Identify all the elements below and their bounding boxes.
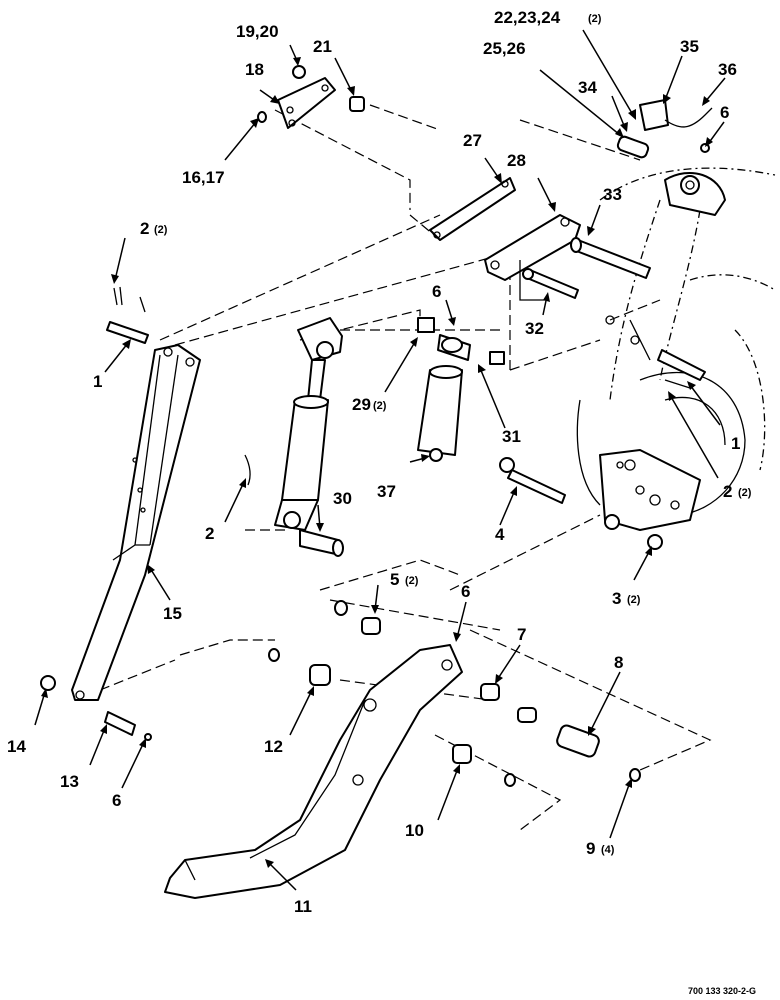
- washer-upper: [334, 600, 348, 616]
- callout-13: 13: [60, 772, 79, 791]
- callout-21: 21: [313, 37, 332, 56]
- switch-35: [639, 99, 669, 131]
- washer-left: [268, 648, 280, 662]
- callout-16-17: 16,17: [182, 168, 225, 187]
- bushing-31: [489, 351, 505, 365]
- callout-12: 12: [264, 737, 283, 756]
- callout-2-top-qty: (2): [154, 224, 168, 236]
- callout-31: 31: [502, 427, 521, 446]
- callout-1-right: 1: [731, 434, 740, 453]
- plate-18: [277, 77, 336, 129]
- callout-32: 32: [525, 319, 544, 338]
- callout-2-mid: 2: [205, 524, 214, 543]
- callout-28: 28: [507, 151, 526, 170]
- callout-6-bottom: 6: [112, 791, 121, 810]
- assembly-lines: [99, 104, 712, 831]
- callout-27: 27: [463, 131, 482, 150]
- arm-15: [71, 344, 201, 701]
- lower-hardware: [40, 600, 641, 787]
- callout-22-23-24: 22,23,24: [494, 8, 561, 27]
- washer-9: [629, 768, 641, 782]
- hydraulic-cylinder-left: [244, 317, 344, 557]
- callout-37: 37: [377, 482, 396, 501]
- washer-16-17: [257, 111, 267, 123]
- bushing-5: [361, 617, 381, 635]
- callout-19-20: 19,20: [236, 22, 279, 41]
- pin-1-left: [106, 286, 149, 344]
- callout-4: 4: [495, 525, 505, 544]
- callout-29-qty: (2): [373, 400, 387, 412]
- hydraulic-cylinder-37: [417, 317, 505, 462]
- grease-fitting-6-top: [700, 143, 710, 153]
- callout-36: 36: [718, 60, 737, 79]
- callout-6-lower: 6: [461, 582, 470, 601]
- machine-frame-background: [576, 167, 776, 531]
- callout-7: 7: [517, 625, 526, 644]
- callout-2-right-qty: (2): [738, 487, 752, 499]
- nut-14: [40, 675, 56, 691]
- callout-6-mid: 6: [432, 282, 441, 301]
- callout-3-qty: (2): [627, 594, 641, 606]
- callout-labels: 19,20 21 18 16,17 22,23,24 (2) 25,26 35 …: [7, 8, 752, 916]
- callout-8: 8: [614, 653, 623, 672]
- callout-29: 29: [352, 395, 371, 414]
- bushing-12: [309, 664, 331, 686]
- callout-30: 30: [333, 489, 352, 508]
- callout-34: 34: [578, 78, 597, 97]
- pin-32: [522, 268, 579, 299]
- callout-10: 10: [405, 821, 424, 840]
- link-27: [429, 177, 516, 241]
- link-plate-assembly: [257, 65, 365, 129]
- bushing-10: [452, 744, 472, 764]
- pin-1-right: [657, 349, 706, 389]
- drawing-number: 700 133 320-2-G: [688, 986, 756, 996]
- callout-3: 3: [612, 589, 621, 608]
- callout-5: 5: [390, 570, 399, 589]
- bushing-7: [480, 683, 500, 701]
- callout-5-qty: (2): [405, 575, 419, 587]
- callout-18: 18: [245, 60, 264, 79]
- switch-assembly: [616, 99, 713, 159]
- callout-9: 9: [586, 839, 595, 858]
- callout-2-top: 2: [140, 219, 149, 238]
- callout-11: 11: [294, 897, 312, 916]
- nut-19-20: [292, 65, 306, 79]
- callout-22-23-24-qty: (2): [588, 13, 602, 25]
- callout-25-26: 25,26: [483, 39, 526, 58]
- callout-6-top: 6: [720, 103, 729, 122]
- bolt-13: [104, 711, 136, 736]
- callout-15: 15: [163, 604, 182, 623]
- nut-3: [647, 534, 663, 550]
- bolt-4: [499, 457, 663, 550]
- callout-14: 14: [7, 737, 26, 756]
- pin-33: [570, 237, 651, 279]
- callout-9-qty: (4): [601, 844, 615, 856]
- callout-35: 35: [680, 37, 699, 56]
- leader-lines: [34, 29, 726, 891]
- spacer-21: [349, 96, 365, 112]
- lower-arm-11: [164, 644, 463, 899]
- callout-2-right: 2: [723, 482, 732, 501]
- callout-33: 33: [603, 185, 622, 204]
- callout-1-left: 1: [93, 372, 102, 391]
